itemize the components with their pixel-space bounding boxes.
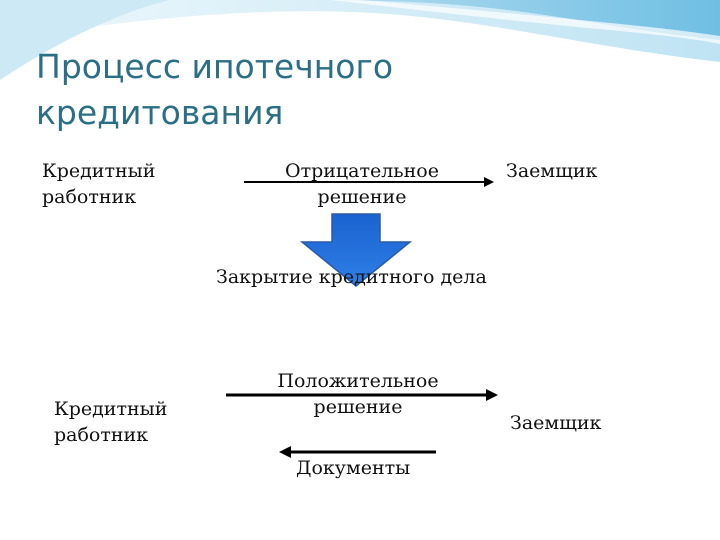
title-line-2: кредитования	[36, 93, 284, 132]
closing-down-arrow	[299, 213, 413, 287]
top-decision-label: Отрицательное решение	[285, 160, 439, 208]
top-officer-label: Кредитный работник	[42, 160, 156, 208]
arrow-positive-decision-head	[486, 389, 498, 401]
documents-label: Документы	[296, 457, 411, 479]
wave-left	[0, 0, 170, 80]
bottom-officer-label: Кредитный работник	[54, 398, 168, 446]
bottom-decision-label: Положительное решение	[277, 370, 439, 418]
arrow-negative-decision-head	[484, 177, 494, 187]
bottom-borrower-label: Заемщик	[510, 412, 602, 434]
arrow-documents-head	[279, 446, 291, 458]
closing-label: Закрытие кредитного дела	[216, 266, 487, 288]
wave-band-back	[0, 0, 720, 62]
slide-title: Процесс ипотечного кредитования	[36, 44, 636, 136]
title-line-1: Процесс ипотечного	[36, 47, 394, 86]
top-borrower-label: Заемщик	[506, 160, 598, 182]
wave-band-front	[160, 0, 720, 40]
